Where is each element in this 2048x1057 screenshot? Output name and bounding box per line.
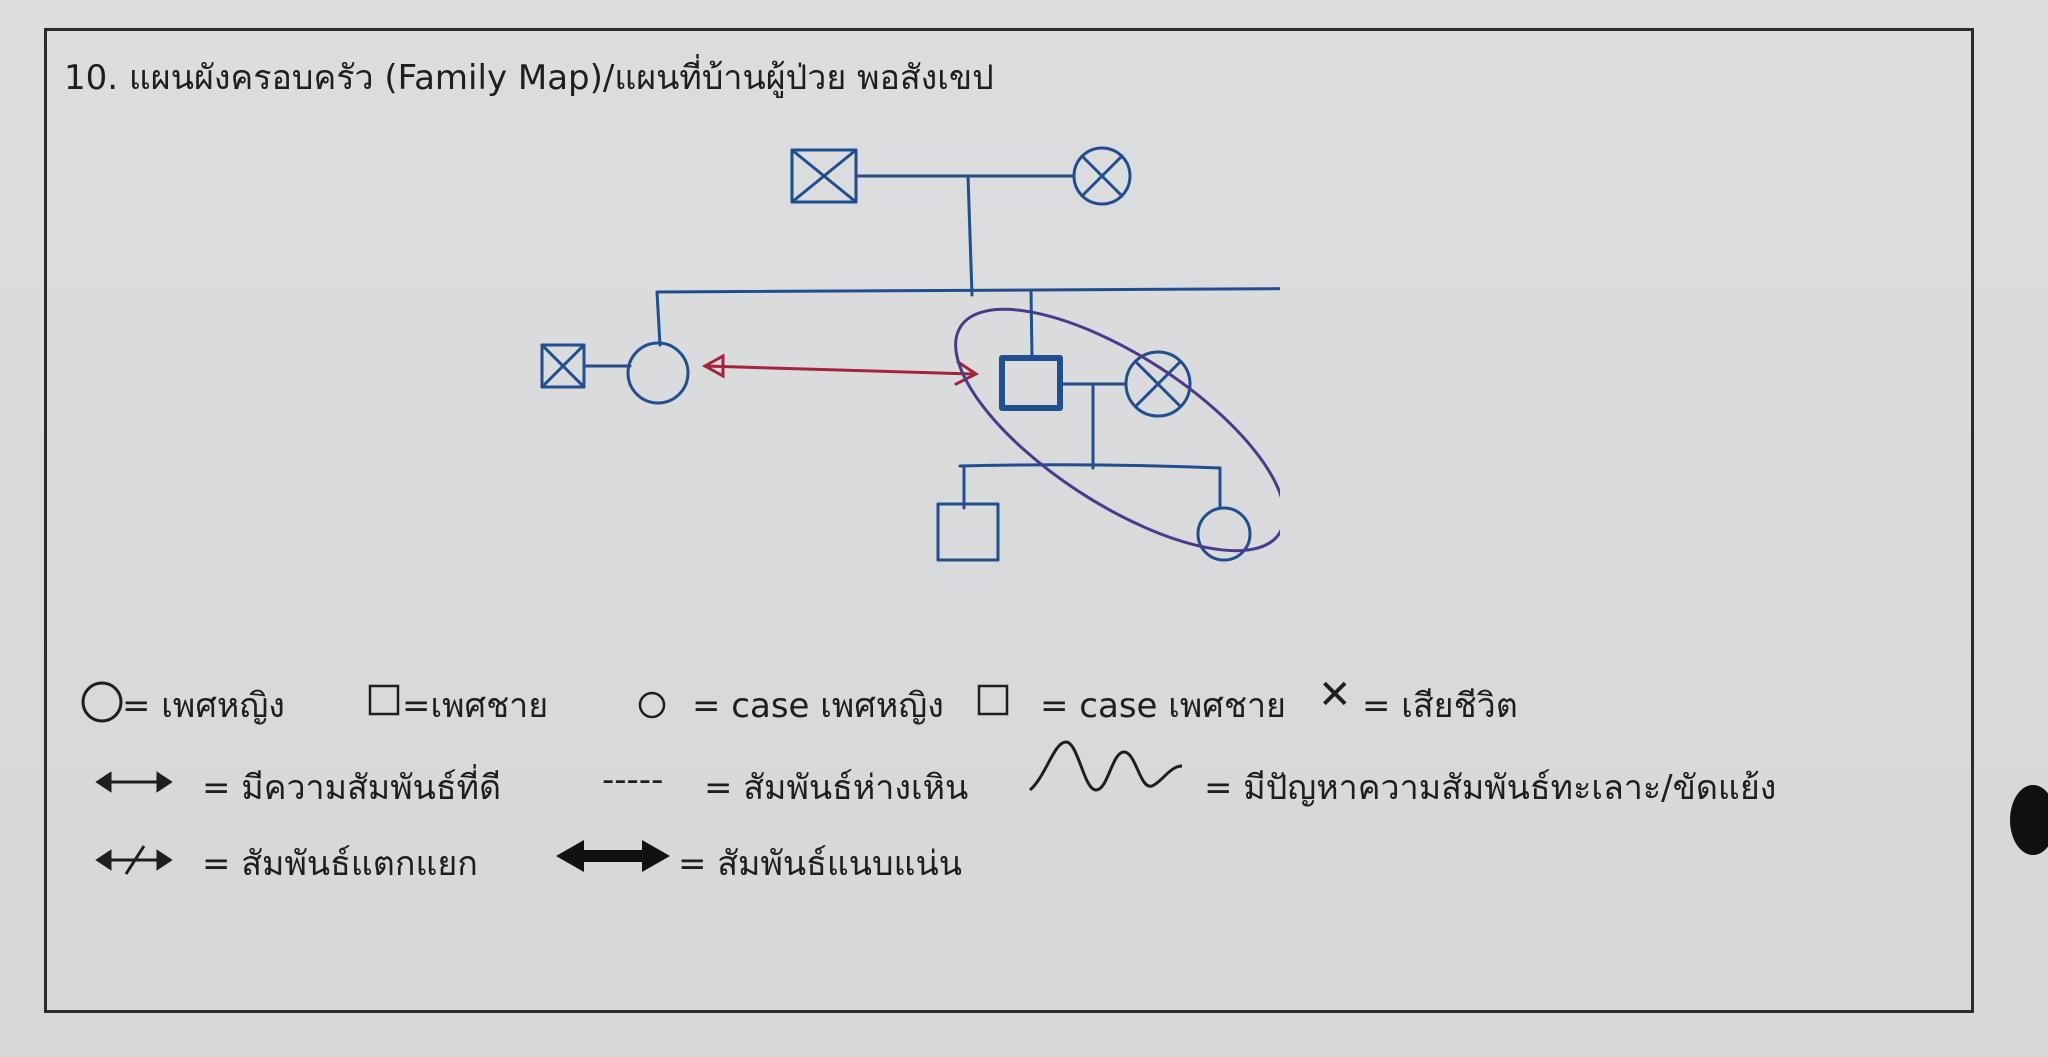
binder-hole: [2010, 785, 2048, 855]
section-frame: [44, 28, 1974, 1013]
section-title: 10. แผนผังครอบครัว (Family Map)/แผนที่บ้…: [64, 58, 994, 98]
grandfather-deceased-male-symbol: [790, 148, 858, 204]
conflict-legend-icon: [1028, 740, 1183, 792]
broken-relation-legend-icon: [95, 845, 173, 875]
sibling-female-symbol: [626, 341, 690, 405]
case-wife-deceased-female-symbol: [1124, 350, 1192, 418]
grandmother-deceased-female-symbol: [1072, 146, 1132, 206]
close-relation-legend-label: = สัมพันธ์แนบแน่น: [678, 844, 963, 884]
distant-legend-icon: -----: [602, 760, 664, 800]
family-genogram: [540, 146, 1280, 562]
sibship-line: [655, 287, 1280, 294]
aunt-husband-deceased-male-symbol: [540, 343, 586, 389]
case-male-symbol: [999, 355, 1063, 411]
case-female-legend-label: = case เพศหญิง: [692, 686, 944, 726]
good-relationship-arrow: [701, 353, 979, 386]
female-legend-icon: [81, 681, 123, 723]
case-female-legend-icon: [638, 691, 666, 719]
children-line: [958, 463, 1222, 470]
case-male-legend-icon: [977, 684, 1009, 716]
grandparents-descent-line: [966, 174, 974, 297]
broken-relation-legend-label: = สัมพันธ์แตกแยก: [202, 844, 478, 884]
female-legend-label: = เพศหญิง: [122, 686, 285, 726]
distant-legend-label: = สัมพันธ์ห่างเหิน: [704, 768, 969, 808]
close-relation-legend-icon: [556, 840, 670, 872]
male-legend-icon: [368, 684, 400, 716]
deceased-legend-icon: ✕: [1318, 672, 1352, 718]
good-relation-legend-label: = มีความสัมพันธ์ที่ดี: [202, 768, 502, 808]
good-relation-legend-icon: [95, 771, 173, 793]
conflict-legend-label: = มีปัญหาความสัมพันธ์ทะเลาะ/ขัดแย้ง: [1204, 768, 1777, 808]
child-female-symbol: [1196, 506, 1252, 562]
household-ellipse: [954, 307, 1280, 553]
child-male-symbol: [936, 502, 1000, 562]
male-legend-label: =เพศชาย: [402, 686, 549, 726]
deceased-legend-label: = เสียชีวิต: [1362, 686, 1518, 726]
case-male-legend-label: = case เพศชาย: [1040, 686, 1286, 726]
